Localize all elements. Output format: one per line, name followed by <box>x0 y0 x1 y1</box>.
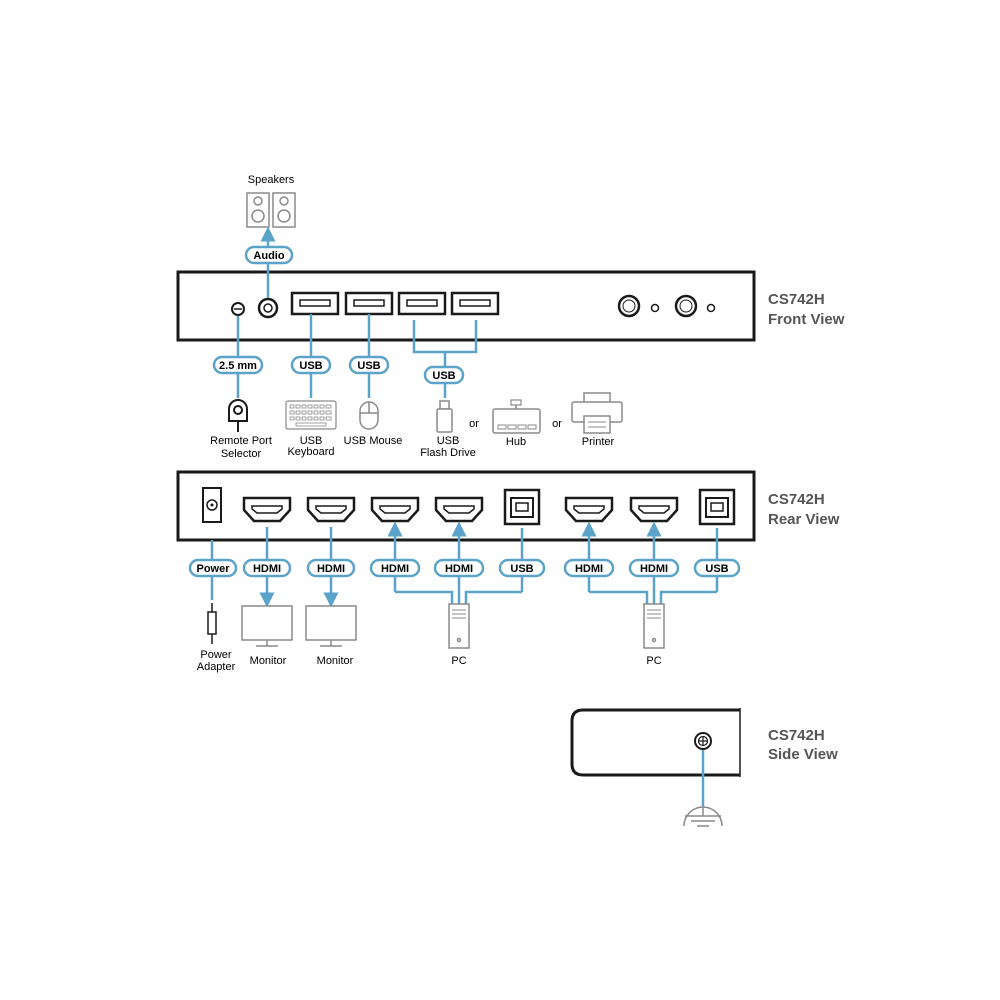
usb-shared-pill: USB <box>423 365 465 385</box>
usb-port-shared2-icon <box>450 291 500 316</box>
svg-text:HDMI: HDMI <box>445 563 473 575</box>
rear-view-title-model: CS742H <box>768 491 825 508</box>
ground-screw-icon <box>694 732 712 750</box>
hdmi-pc1-a-port-icon <box>370 496 420 523</box>
usb-mouse-pill: USB <box>348 355 390 375</box>
power-adapter-label-line2: Adapter <box>197 661 236 673</box>
audio-jack-icon <box>257 297 279 319</box>
pc2-label: PC <box>646 655 661 667</box>
keyboard-label-line1: USB <box>300 435 323 447</box>
svg-text:USB: USB <box>432 370 455 382</box>
audio-pill: Audio <box>244 245 294 265</box>
svg-text:USB: USB <box>299 360 322 372</box>
side-view-title-view: Side View <box>768 746 838 763</box>
svg-text:Power: Power <box>196 563 230 575</box>
pc1-icon <box>448 603 470 649</box>
front-panel <box>176 270 756 342</box>
hdmi-out2-pill: HDMI <box>306 558 356 578</box>
usb-port-keyboard-icon <box>290 291 340 316</box>
side-panel <box>570 708 741 777</box>
pc1-label: PC <box>451 655 466 667</box>
hdmi-pc1-b-port-icon <box>434 496 484 523</box>
svg-text:HDMI: HDMI <box>640 563 668 575</box>
port-select-button-2 <box>674 294 698 318</box>
svg-text:USB: USB <box>357 360 380 372</box>
usb-pc1-pill: USB <box>498 558 546 578</box>
power-adapter-label-line1: Power <box>200 649 232 661</box>
speakers-icon <box>246 192 296 228</box>
hdmi-pc1-b-pill: HDMI <box>433 558 485 578</box>
port-select-button-1 <box>617 294 641 318</box>
hdmi-pc1-a-pill: HDMI <box>369 558 421 578</box>
flash-label-line1: USB <box>437 435 460 447</box>
power-pill: Power <box>188 558 238 578</box>
hdmi-out2-port-icon <box>306 496 356 523</box>
power-adapter-icon <box>207 603 217 644</box>
remote-label-line1: Remote Port <box>210 435 272 447</box>
pc2-icon <box>643 603 665 649</box>
usb-b-port-2-icon <box>698 488 736 526</box>
svg-text:HDMI: HDMI <box>381 563 409 575</box>
svg-text:HDMI: HDMI <box>575 563 603 575</box>
svg-text:Audio: Audio <box>253 250 284 262</box>
monitor2-label: Monitor <box>317 655 354 667</box>
mm-pill: 2.5 mm <box>212 355 264 375</box>
mouse-label: USB Mouse <box>344 435 403 447</box>
usb-b-port-1-icon <box>503 488 541 526</box>
mouse-icon <box>359 401 379 430</box>
printer-label: Printer <box>582 436 615 448</box>
usb-port-mouse-icon <box>344 291 394 316</box>
hdmi-out1-pill: HDMI <box>242 558 292 578</box>
monitor1-label: Monitor <box>250 655 287 667</box>
usb-port-shared1-icon <box>397 291 447 316</box>
hdmi-pc2-b-port-icon <box>629 496 679 523</box>
keyboard-icon <box>285 400 337 430</box>
front-view-title-view: Front View <box>768 311 845 328</box>
svg-text:HDMI: HDMI <box>253 563 281 575</box>
speakers-label: Speakers <box>248 174 295 186</box>
printer-icon <box>571 392 623 434</box>
hdmi-pc2-a-pill: HDMI <box>563 558 615 578</box>
svg-text:USB: USB <box>705 563 728 575</box>
or-label-2: or <box>552 418 562 430</box>
flash-label-line2: Flash Drive <box>420 447 476 459</box>
usb-keyboard-pill: USB <box>290 355 332 375</box>
hdmi-out1-port-icon <box>242 496 292 523</box>
flash-drive-icon <box>436 400 453 433</box>
or-label-1: or <box>469 418 479 430</box>
monitor2-icon <box>305 605 357 647</box>
rear-view-title-view: Rear View <box>768 511 840 528</box>
front-view-title-model: CS742H <box>768 291 825 308</box>
keyboard-label-line2: Keyboard <box>287 446 334 458</box>
hdmi-pc2-b-pill: HDMI <box>628 558 680 578</box>
rear-ports <box>242 488 736 526</box>
led-2-icon <box>706 303 716 313</box>
monitor1-icon <box>241 605 293 647</box>
svg-text:USB: USB <box>510 563 533 575</box>
side-view-title-model: CS742H <box>768 727 825 744</box>
remote-port-icon <box>231 302 245 316</box>
hub-icon <box>492 399 541 434</box>
svg-text:2.5 mm: 2.5 mm <box>219 360 257 372</box>
ground-symbol-icon <box>683 806 723 827</box>
power-jack-icon <box>202 487 222 523</box>
led-1-icon <box>650 303 660 313</box>
usb-pc2-pill: USB <box>693 558 741 578</box>
hdmi-pc2-a-port-icon <box>564 496 614 523</box>
remote-port-selector-icon <box>228 399 248 432</box>
hub-label: Hub <box>506 436 526 448</box>
remote-label-line2: Selector <box>221 448 262 460</box>
svg-text:HDMI: HDMI <box>317 563 345 575</box>
